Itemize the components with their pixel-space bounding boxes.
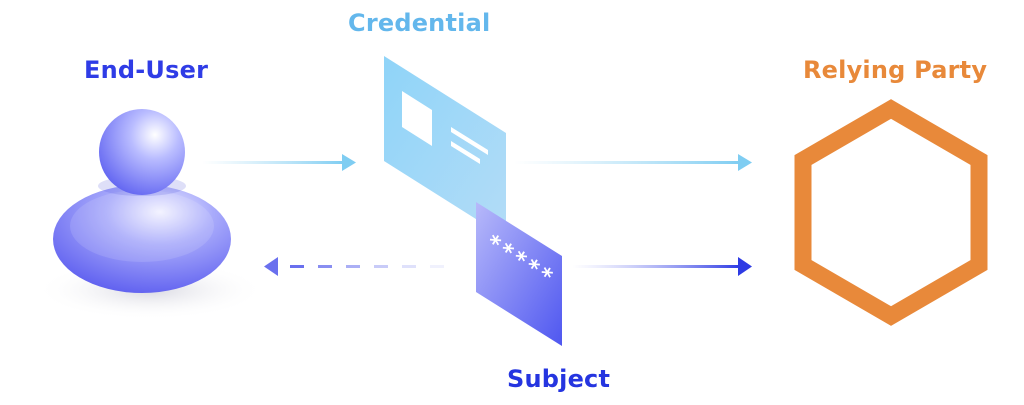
credential-label: Credential: [348, 9, 491, 37]
subject-label: Subject: [507, 365, 611, 393]
subject-password-card-icon: *****: [476, 202, 562, 346]
arrow-user-to-credential: [202, 154, 356, 171]
end-user-label: End-User: [84, 56, 209, 84]
hexagon-icon: [794, 99, 988, 326]
user-icon: [35, 109, 265, 320]
arrow-credential-to-relying-party: [514, 154, 752, 171]
relying-party-label: Relying Party: [803, 56, 988, 84]
credential-card-icon: [384, 56, 506, 238]
dashed-arrow-subject-to-user: [264, 257, 444, 276]
arrow-subject-to-relying-party: [572, 257, 752, 276]
